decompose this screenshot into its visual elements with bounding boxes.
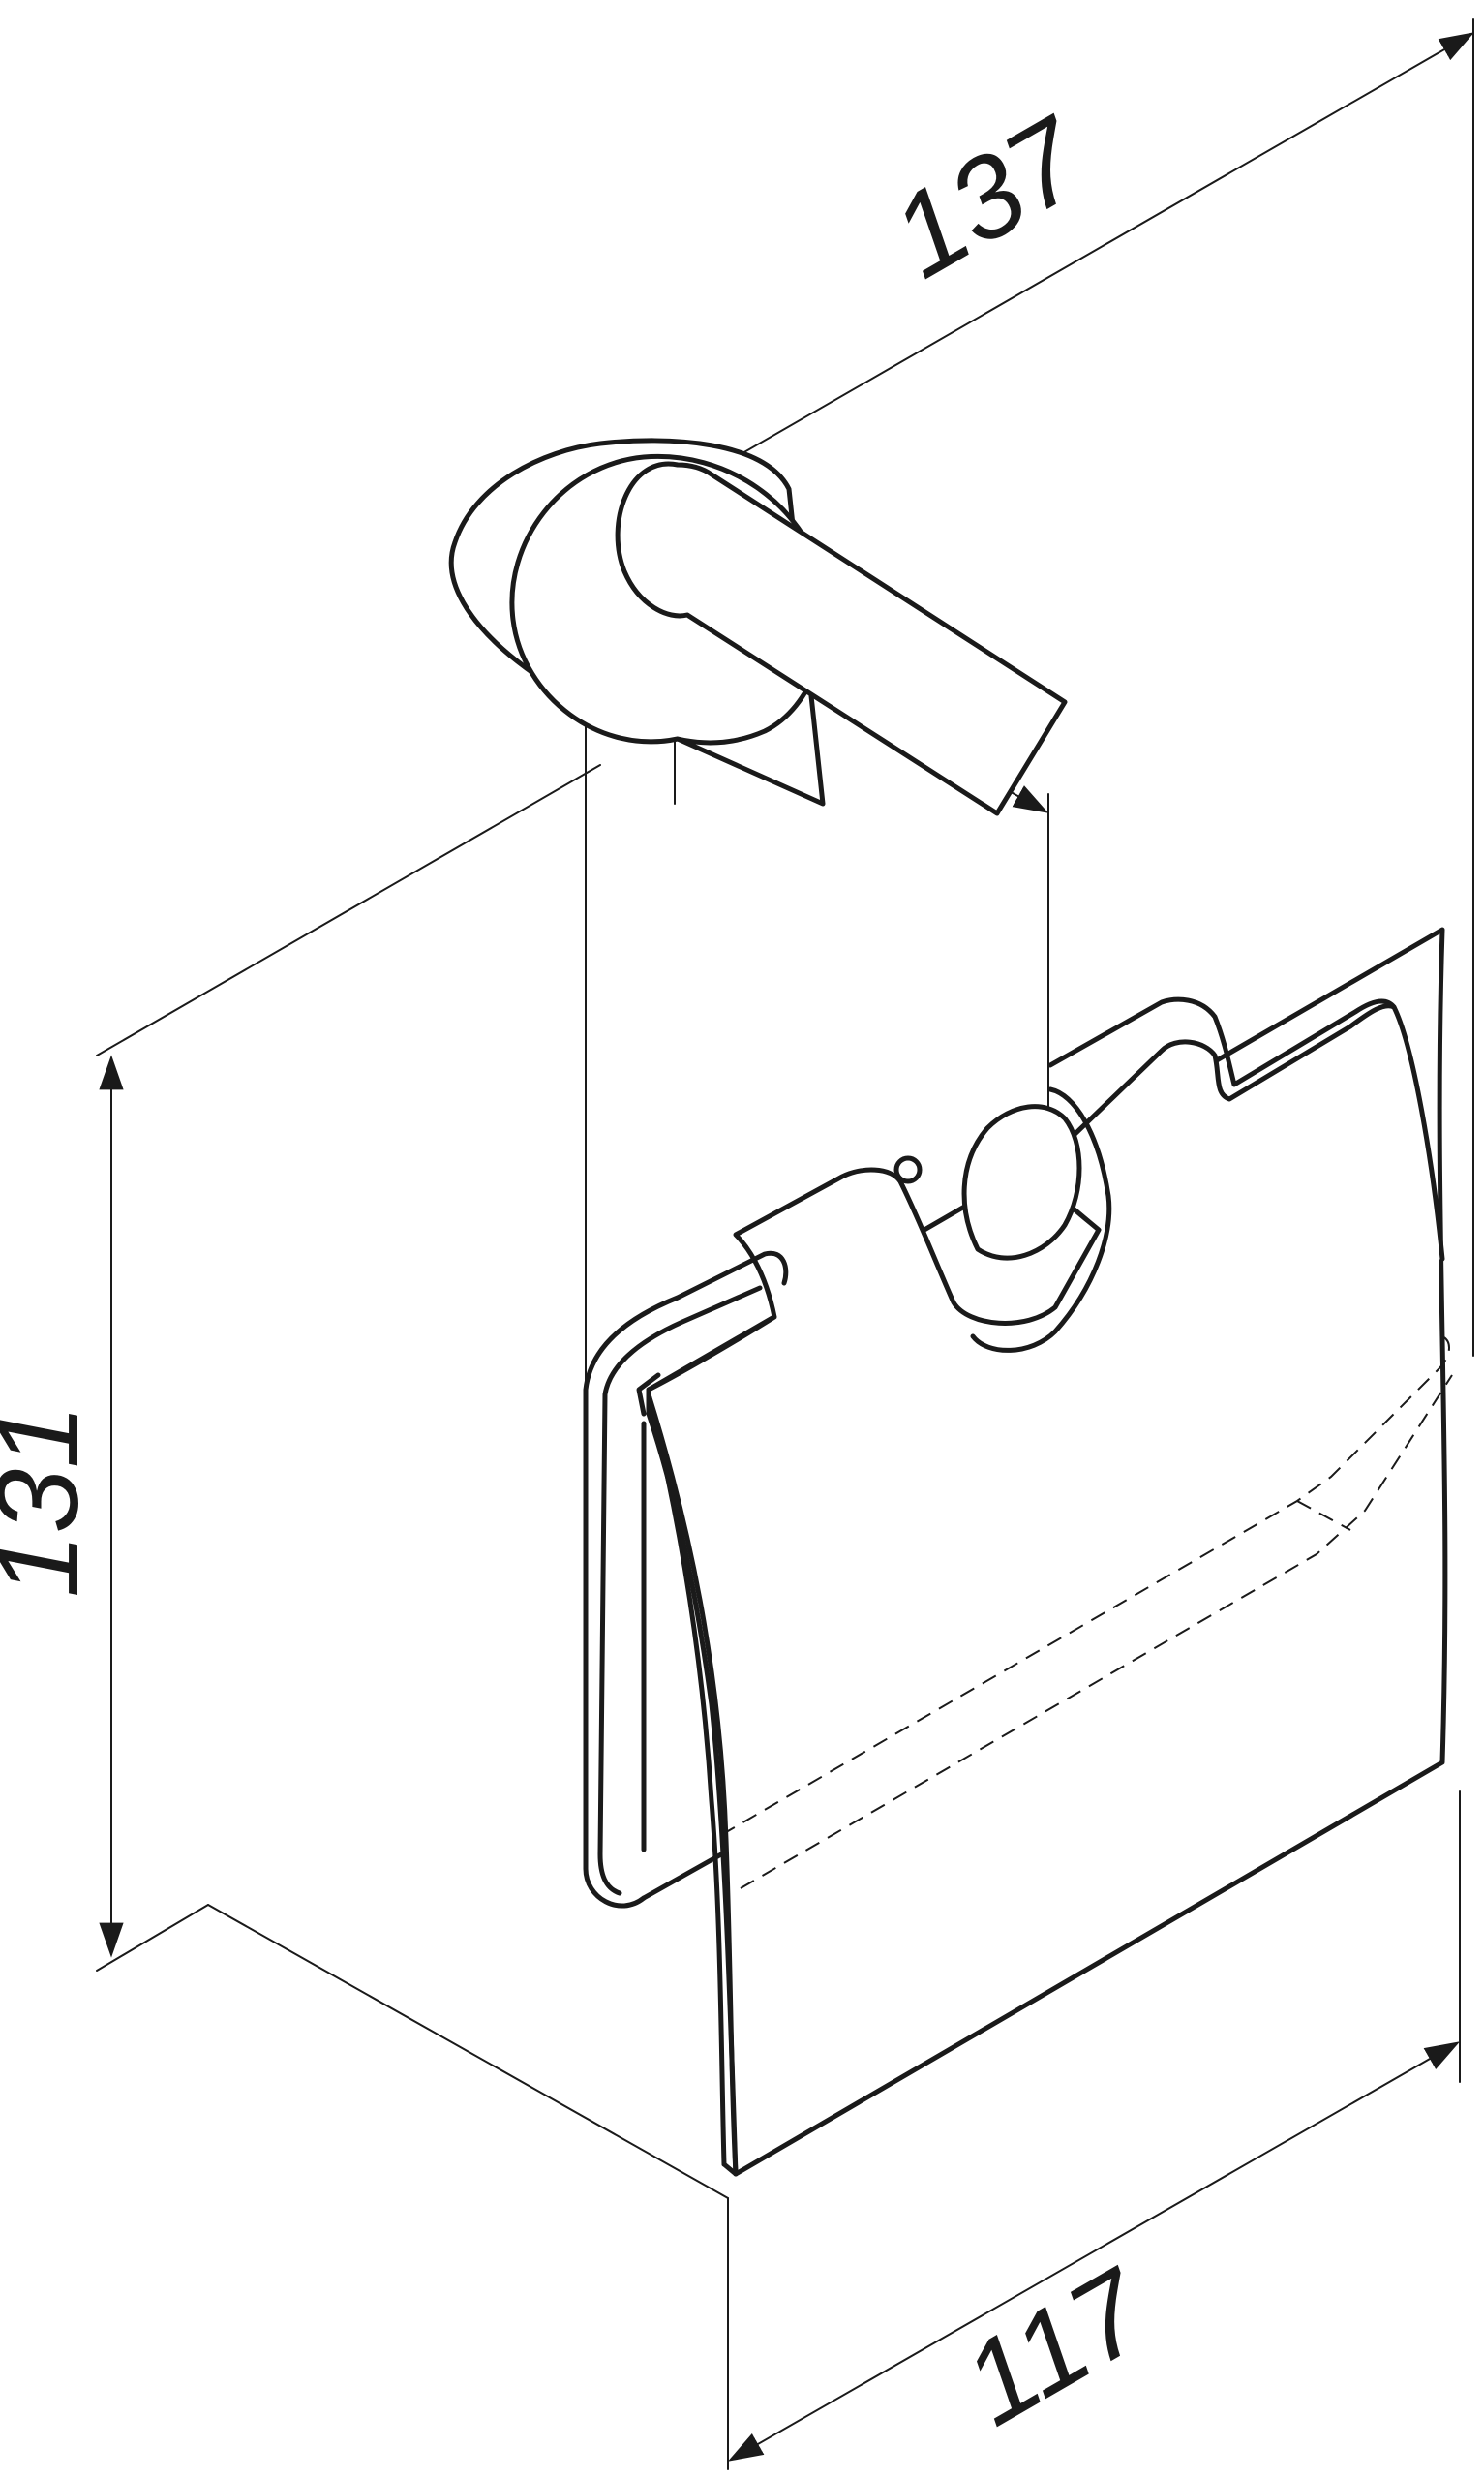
- dimension-line-117: [727, 2041, 1461, 2462]
- cover-front-lip: [646, 1392, 739, 2177]
- dimension-label-131: 131: [0, 1404, 103, 1598]
- dimension-label-117: 117: [942, 2244, 1170, 2451]
- holder-arm: [615, 461, 1068, 816]
- hidden-paper-roll: [720, 1335, 1453, 1889]
- dimension-label-137: 137: [870, 91, 1106, 302]
- paper-holder: [448, 438, 1453, 2177]
- arm-end-cap: [893, 1086, 1112, 1353]
- wire-frame: [583, 1250, 789, 1909]
